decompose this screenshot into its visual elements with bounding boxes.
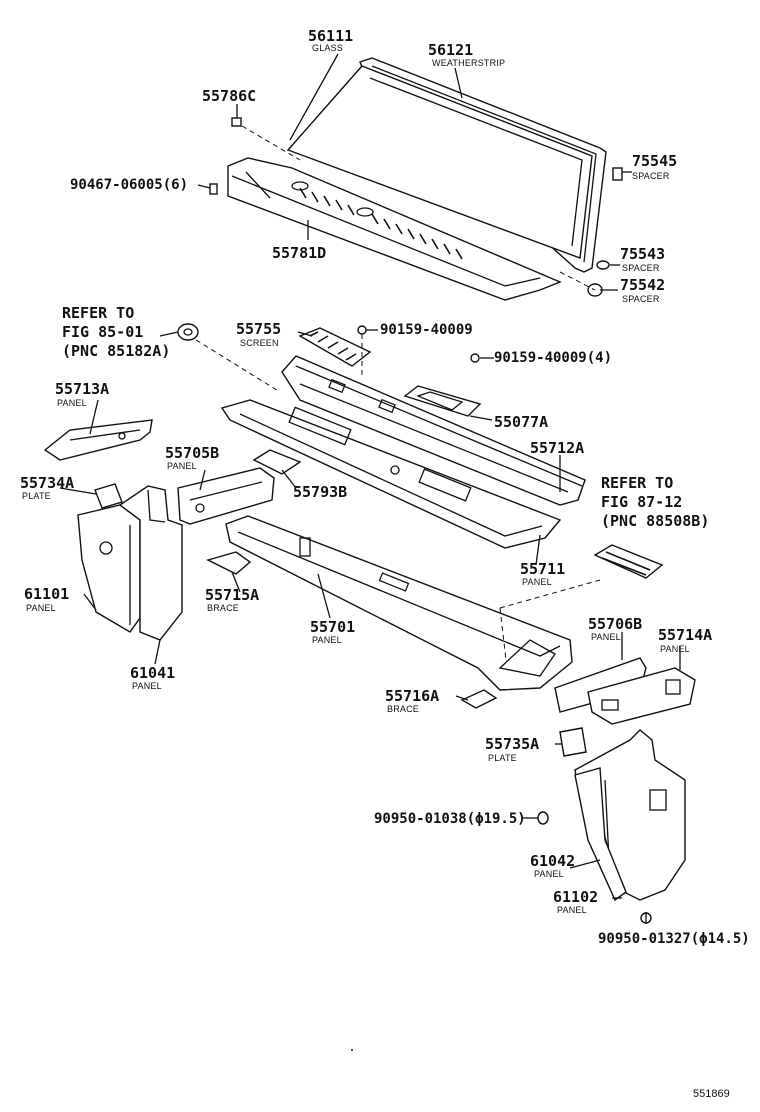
refer-85-01-line3: (PNC 85182A) — [62, 342, 170, 360]
screw-90159-a — [357, 325, 367, 335]
callout-90950-a-number: 90950-01038(ϕ19.5) — [374, 811, 526, 827]
main-panel-55701 — [225, 515, 573, 691]
side-panel-61041 — [118, 485, 183, 641]
callout-55716a-desc: BRACE — [387, 704, 419, 714]
callout-55713a-desc: PANEL — [57, 398, 87, 408]
plate-55735a — [559, 727, 587, 757]
side-panel-61102 — [574, 767, 627, 902]
callout-55734a-number: 55734A — [20, 474, 74, 492]
callout-55705b-desc: PANEL — [167, 461, 197, 471]
callout-61041-number: 61041 — [130, 664, 175, 682]
callout-55077a-number: 55077A — [494, 413, 548, 431]
pad-55793b — [252, 449, 302, 475]
callout-61042-desc: PANEL — [534, 869, 564, 879]
panel-55705b — [177, 467, 275, 525]
refer-85-01-line2: FIG 85-01 — [62, 323, 143, 341]
screw-90159-b — [470, 353, 480, 363]
refer-87-12-line1: REFER TO — [601, 474, 673, 492]
callout-75542-number: 75542 — [620, 276, 665, 294]
grille-88508b — [593, 544, 664, 579]
callout-55714a-desc: PANEL — [660, 644, 690, 654]
stray-dot — [351, 1049, 353, 1051]
callout-55755-desc: SCREEN — [240, 338, 279, 348]
panel-55714a — [587, 667, 696, 725]
callout-61041-desc: PANEL — [132, 681, 162, 691]
callout-55735a-desc: PLATE — [488, 753, 517, 763]
callout-55786c-number: 55786C — [202, 87, 256, 105]
callout-90950-b-number: 90950-01327(ϕ14.5) — [598, 931, 750, 947]
callout-55712a-number: 55712A — [530, 439, 584, 457]
clip-55786c — [231, 117, 242, 127]
callout-75543-number: 75543 — [620, 245, 665, 263]
callout-55711-number: 55711 — [520, 560, 565, 578]
callout-75545-desc: SPACER — [632, 171, 670, 181]
callout-55701-desc: PANEL — [312, 635, 342, 645]
callout-55734a-desc: PLATE — [22, 491, 51, 501]
callout-61101-desc: PANEL — [26, 603, 56, 613]
seal-55077a — [403, 385, 482, 417]
callout-56121-desc: WEATHERSTRIP — [432, 58, 505, 68]
callout-55706b-desc: PANEL — [591, 632, 621, 642]
callout-56111-desc: GLASS — [312, 43, 343, 53]
callout-55711-desc: PANEL — [522, 577, 552, 587]
grommet-85182a — [177, 323, 199, 341]
callout-61102-desc: PANEL — [557, 905, 587, 915]
brace-55716a — [460, 689, 498, 709]
callout-55705b-number: 55705B — [165, 444, 219, 462]
cowl-louver-shape — [227, 157, 562, 301]
callout-90159-a-number: 90159-40009 — [380, 322, 473, 338]
callout-75545-number: 75545 — [632, 152, 677, 170]
callout-55793b-number: 55793B — [293, 483, 347, 501]
windshield-glass-shape — [286, 65, 593, 259]
refer-85-01-line1: REFER TO — [62, 304, 134, 322]
callout-90467-number: 90467-06005(6) — [70, 177, 188, 193]
callout-55715a-desc: BRACE — [207, 603, 239, 613]
screw-90467 — [209, 183, 218, 195]
callout-55781d-number: 55781D — [272, 244, 326, 262]
callout-56121-number: 56121 — [428, 41, 473, 59]
callout-61101-number: 61101 — [24, 585, 69, 603]
callout-75543-desc: SPACER — [622, 263, 660, 273]
callout-55755-number: 55755 — [236, 320, 281, 338]
panel-55713a — [43, 419, 153, 461]
callout-55735a-number: 55735A — [485, 735, 539, 753]
callout-90159-b-number: 90159-40009(4) — [494, 350, 612, 366]
callout-55706b-number: 55706B — [588, 615, 642, 633]
callout-55701-number: 55701 — [310, 618, 355, 636]
callout-61102-number: 61102 — [553, 888, 598, 906]
refer-87-12-line2: FIG 87-12 — [601, 493, 682, 511]
refer-87-12-line3: (PNC 88508B) — [601, 512, 709, 530]
spacer-75545 — [612, 167, 623, 181]
leader-lines — [59, 53, 681, 924]
brace-55715a — [206, 551, 252, 575]
cowl-top-panel-55712a — [281, 355, 586, 506]
inner-panel-55711 — [220, 399, 562, 549]
plate-55734a — [94, 483, 123, 509]
callout-55713a-number: 55713A — [55, 380, 109, 398]
side-panel-61101 — [77, 504, 141, 633]
callout-55715a-number: 55715A — [205, 586, 259, 604]
callout-61042-number: 61042 — [530, 852, 575, 870]
callout-55714a-number: 55714A — [658, 626, 712, 644]
callout-55716a-number: 55716A — [385, 687, 439, 705]
spacer-75543 — [596, 260, 610, 270]
plug-90950-a — [537, 811, 549, 825]
figure-id: 551869 — [693, 1088, 730, 1100]
callout-56111-number: 56111 — [308, 27, 353, 45]
screen-55755 — [298, 327, 372, 367]
callout-75542-desc: SPACER — [622, 294, 660, 304]
